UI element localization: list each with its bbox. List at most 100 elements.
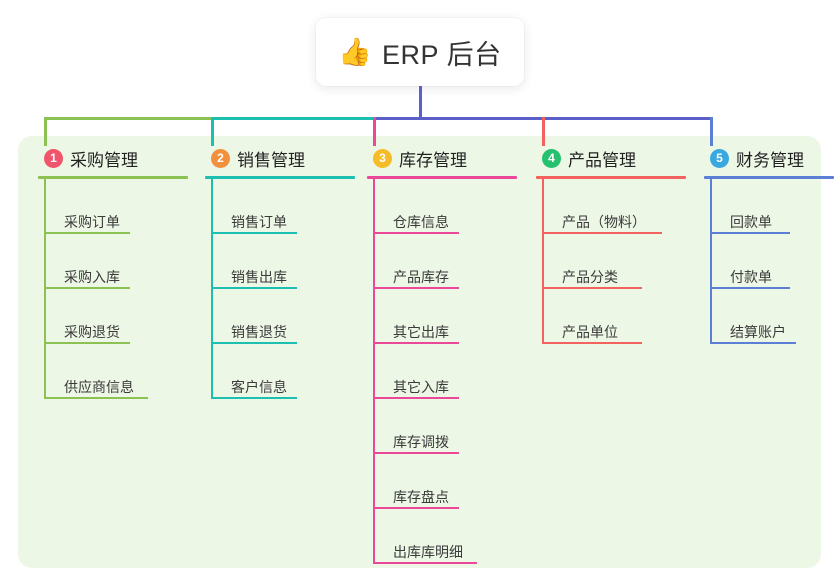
child-item-label: 产品分类 — [562, 269, 618, 285]
child-item[interactable]: 客户信息 — [205, 344, 355, 399]
branch-children: 仓库信息产品库存其它出库其它入库库存调拨库存盘点出库库明细 — [367, 179, 517, 564]
child-underline — [542, 342, 642, 344]
bus-segment-2 — [211, 117, 375, 120]
child-underline — [44, 232, 130, 234]
branch-drop-connector-5 — [710, 117, 713, 146]
child-item[interactable]: 库存盘点 — [367, 454, 517, 509]
child-underline — [373, 452, 459, 454]
branch-children: 产品（物料） 产品分类产品单位 — [536, 179, 686, 344]
child-item-label: 其它出库 — [393, 324, 449, 340]
child-item[interactable]: 产品分类 — [536, 234, 686, 289]
child-spine — [373, 179, 375, 564]
branch-drop-connector-1 — [44, 117, 47, 146]
child-spine — [44, 179, 46, 399]
child-underline — [373, 232, 459, 234]
child-underline — [373, 397, 459, 399]
child-item-label: 供应商信息 — [64, 379, 134, 395]
child-item-label: 出库库明细 — [393, 544, 463, 560]
branch-underline — [38, 176, 188, 179]
child-item-label: 产品单位 — [562, 324, 618, 340]
child-underline — [373, 287, 459, 289]
branch-header-4[interactable]: 4 产品管理 — [536, 146, 686, 170]
thumbs-up-icon: 👍 — [338, 36, 373, 67]
branch-underline — [205, 176, 355, 179]
child-item[interactable]: 库存调拨 — [367, 399, 517, 454]
child-item[interactable]: 其它入库 — [367, 344, 517, 399]
branch-label: 产品管理 — [568, 150, 636, 170]
branch-header-1[interactable]: 1 采购管理 — [38, 146, 188, 170]
child-underline — [710, 287, 790, 289]
branch-number-badge: 3 — [373, 148, 392, 168]
child-item[interactable]: 采购订单 — [38, 179, 188, 234]
child-item-label: 库存调拨 — [393, 434, 449, 450]
branch-column-3: 3 库存管理仓库信息产品库存其它出库其它入库库存调拨库存盘点出库库明细 — [367, 146, 517, 564]
child-item-label: 销售退货 — [231, 324, 287, 340]
root-title: ERP 后台 — [382, 39, 502, 70]
child-underline — [542, 232, 662, 234]
child-item[interactable]: 产品库存 — [367, 234, 517, 289]
child-item-label: 其它入库 — [393, 379, 449, 395]
child-item[interactable]: 其它出库 — [367, 289, 517, 344]
child-item[interactable]: 产品（物料） — [536, 179, 686, 234]
branch-label: 采购管理 — [70, 150, 138, 170]
child-item[interactable]: 出库库明细 — [367, 509, 517, 564]
child-item[interactable]: 结算账户 — [704, 289, 834, 344]
child-item-label: 采购退货 — [64, 324, 120, 340]
branches-panel — [18, 136, 821, 568]
branch-drop-connector-3 — [373, 117, 376, 146]
child-item-label: 采购入库 — [64, 269, 120, 285]
child-item-label: 采购订单 — [64, 214, 120, 230]
child-underline — [542, 287, 642, 289]
child-item-label: 销售出库 — [231, 269, 287, 285]
child-item[interactable]: 销售订单 — [205, 179, 355, 234]
child-item-label: 销售订单 — [231, 214, 287, 230]
root-node[interactable]: 👍 ERP 后台 — [316, 18, 524, 86]
child-item-label: 结算账户 — [730, 324, 786, 340]
child-item-label: 付款单 — [730, 269, 772, 285]
child-underline — [44, 397, 148, 399]
branch-header-3[interactable]: 3 库存管理 — [367, 146, 517, 170]
branch-label: 库存管理 — [399, 150, 467, 170]
child-item[interactable]: 仓库信息 — [367, 179, 517, 234]
branch-underline — [704, 176, 834, 179]
branch-drop-connector-2 — [211, 117, 214, 146]
child-underline — [211, 342, 297, 344]
branch-children: 采购订单采购入库采购退货供应商信息 — [38, 179, 188, 399]
child-item[interactable]: 回款单 — [704, 179, 834, 234]
child-underline — [373, 342, 459, 344]
branch-column-1: 1 采购管理采购订单采购入库采购退货供应商信息 — [38, 146, 188, 399]
branch-number-badge: 4 — [542, 148, 561, 168]
bus-segment-1 — [44, 117, 213, 120]
child-underline — [211, 287, 297, 289]
child-item[interactable]: 付款单 — [704, 234, 834, 289]
child-item[interactable]: 产品单位 — [536, 289, 686, 344]
child-item[interactable]: 采购入库 — [38, 234, 188, 289]
child-underline — [44, 287, 130, 289]
child-item[interactable]: 采购退货 — [38, 289, 188, 344]
child-underline — [710, 342, 796, 344]
child-spine — [710, 179, 712, 344]
branch-number-badge: 1 — [44, 148, 63, 168]
child-item-label: 回款单 — [730, 214, 772, 230]
branch-number-badge: 2 — [211, 148, 230, 168]
child-item-label: 库存盘点 — [393, 489, 449, 505]
child-item-label: 产品（物料） — [562, 214, 646, 230]
branch-underline — [536, 176, 686, 179]
child-spine — [211, 179, 213, 399]
child-underline — [373, 507, 459, 509]
branch-column-4: 4 产品管理产品（物料） 产品分类产品单位 — [536, 146, 686, 344]
child-item[interactable]: 销售出库 — [205, 234, 355, 289]
branch-drop-connector-4 — [542, 117, 545, 146]
child-item[interactable]: 供应商信息 — [38, 344, 188, 399]
child-item-label: 客户信息 — [231, 379, 287, 395]
branch-number-badge: 5 — [710, 148, 729, 168]
branch-children: 回款单付款单结算账户 — [704, 179, 834, 344]
branch-children: 销售订单销售出库销售退货客户信息 — [205, 179, 355, 399]
child-item[interactable]: 销售退货 — [205, 289, 355, 344]
root-stem-connector — [419, 86, 422, 120]
